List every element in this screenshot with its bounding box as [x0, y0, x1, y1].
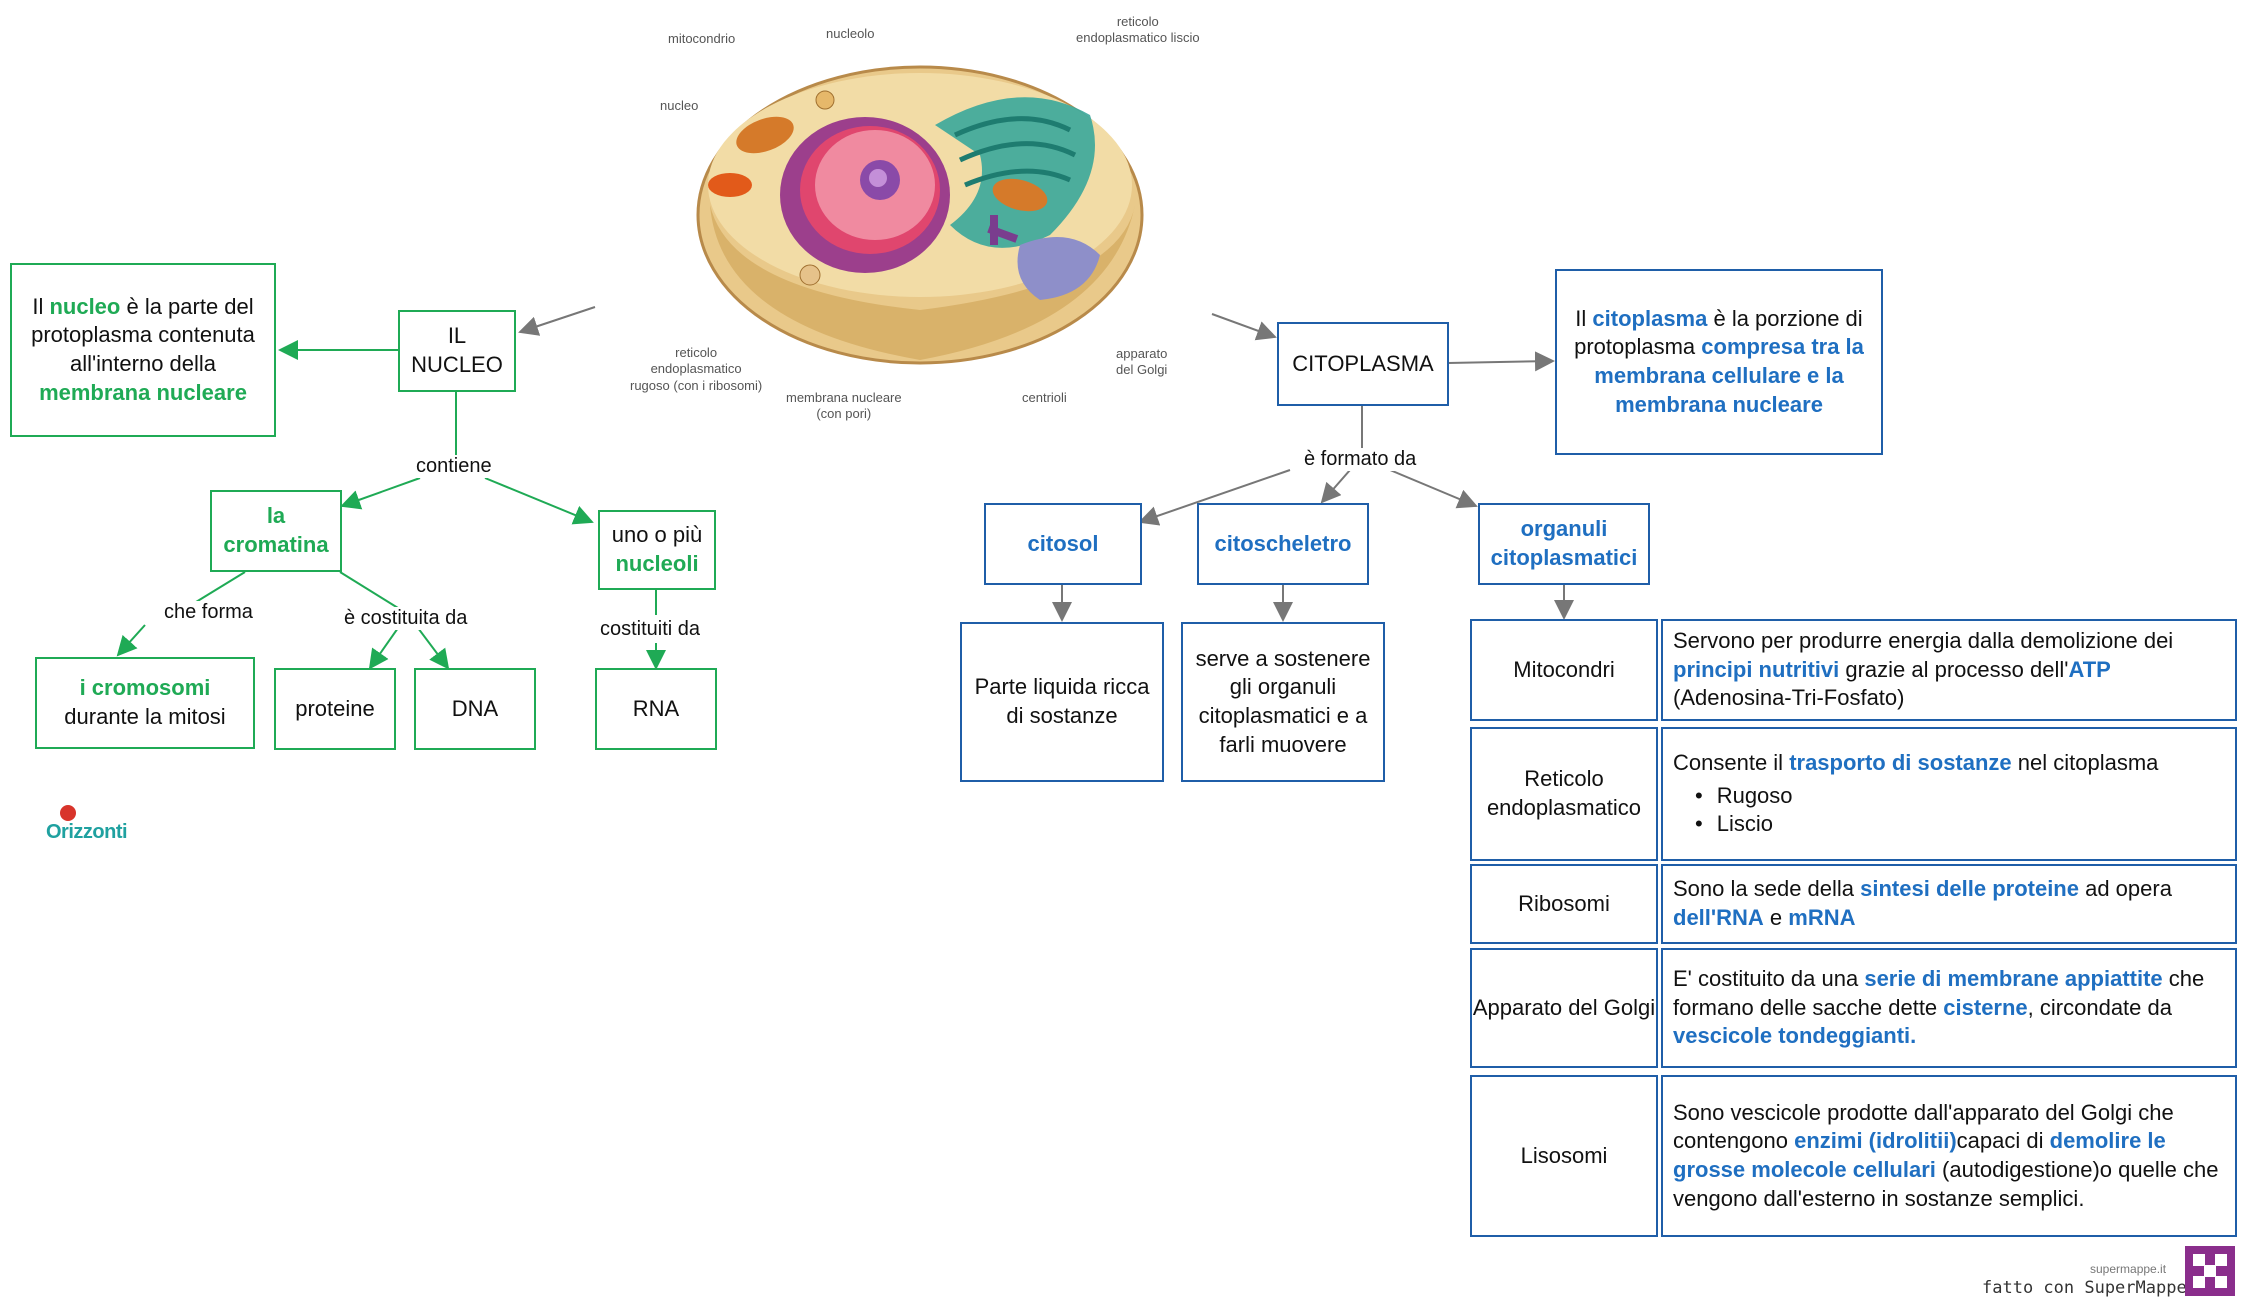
label-membrana-nucleare: membrana nucleare(con pori) — [786, 390, 902, 422]
organelle-name: Apparato del Golgi — [1470, 948, 1658, 1068]
link-formato-da: è formato da — [1300, 448, 1421, 471]
organelle-name: Ribosomi — [1470, 864, 1658, 944]
keyword: vescicole tondeggianti. — [1673, 1023, 1917, 1049]
organelle-description: Sono vescicole prodotte dall'apparato de… — [1661, 1075, 2237, 1237]
keyword: trasporto di sostanze — [1789, 750, 2012, 776]
link-che-forma: che forma — [160, 601, 257, 624]
nucleus-title: IL NUCLEO — [398, 310, 516, 392]
label-mitocondrio: mitocondrio — [668, 31, 736, 46]
organelle-name: Reticolo endoplasmatico — [1470, 727, 1658, 861]
text: capaci di — [1956, 1128, 2050, 1154]
citoplasma-definition: Il citoplasma è la porzione di protoplas… — [1555, 269, 1883, 455]
text: Servono per produrre energia dalla demol… — [1673, 628, 2174, 654]
text: Sono vescicole prodotte dall'apparato de… — [1673, 1099, 2174, 1154]
logo-dot-icon — [60, 805, 76, 821]
text: , circondate da — [2027, 994, 2172, 1020]
link-costituita-da: è costituita da — [340, 607, 472, 630]
organelle-description: Consente il trasporto di sostanze nel ci… — [1661, 727, 2237, 861]
orizzonti-logo: Orizzonti — [46, 805, 128, 844]
bullet-item: Liscio — [1699, 810, 2158, 839]
text: ad opera — [2078, 876, 2172, 902]
rna-box: RNA — [595, 668, 717, 750]
organelle-description: E' costituito da una serie di membrane a… — [1661, 948, 2237, 1068]
text: Sono la sede della — [1673, 876, 1861, 902]
keyword: demolire le grosse molecole cellulari — [1673, 1128, 2166, 1182]
keyword: ATP — [2068, 656, 2111, 682]
citoplasma-title: CITOPLASMA — [1277, 322, 1449, 406]
supermappe-logo-icon — [2185, 1246, 2235, 1296]
text: E' costituito da una — [1673, 966, 1865, 992]
keyword: sintesi delle proteine — [1860, 876, 2079, 902]
text: nel citoplasma — [2011, 750, 2159, 776]
text: (autodigestione)o quelle che vengono dal… — [1673, 1157, 2219, 1211]
keyword: enzimi (idrolitii) — [1794, 1128, 1957, 1154]
cromatina-box: la cromatina — [210, 490, 342, 572]
label-centrioli: centrioli — [1022, 390, 1067, 405]
keyword: cisterne — [1943, 994, 2028, 1020]
citoscheletro-desc: serve a sostenere gli organuli citoplasm… — [1181, 622, 1385, 782]
bullet-item: Rugoso — [1699, 782, 2158, 811]
organelle-description: Sono la sede della sintesi delle protein… — [1661, 864, 2237, 944]
keyword: principi nutritivi — [1673, 656, 1840, 682]
keyword: mRNA — [1788, 905, 1856, 930]
supermappe-site: supermappe.it — [2090, 1262, 2167, 1276]
keyword: dell'RNA — [1673, 905, 1764, 930]
keyword: serie di membrane appiattite — [1864, 966, 2163, 992]
organelle-description: Servono per produrre energia dalla demol… — [1661, 619, 2237, 721]
label-nucleo: nucleo — [660, 98, 699, 113]
organelle-name: Mitocondri — [1470, 619, 1658, 721]
organuli-box: organuli citoplasmatici — [1478, 503, 1650, 585]
supermappe-credit: fatto con SuperMappe — [1982, 1278, 2187, 1298]
text: e — [1763, 905, 1789, 930]
dna-box: DNA — [414, 668, 536, 750]
text: che formano delle sacche dette — [1673, 966, 2205, 1020]
cell-illustration — [696, 65, 1144, 365]
link-contiene: contiene — [412, 455, 496, 478]
citosol-box: citosol — [984, 503, 1142, 585]
label-nucleolo: nucleolo — [826, 26, 875, 41]
text: grazie al processo dell' — [1839, 656, 2069, 682]
nucleus-definition: Il nucleo è la parte del protoplasma con… — [10, 263, 276, 437]
text: (Adenosina-Tri-Fosfato) — [1673, 685, 1905, 711]
citosol-desc: Parte liquida ricca di sostanze — [960, 622, 1164, 782]
text: Consente il — [1673, 750, 1790, 776]
proteine-box: proteine — [274, 668, 396, 750]
organelle-name: Lisosomi — [1470, 1075, 1658, 1237]
link-costituiti-da: costituiti da — [596, 618, 705, 641]
citoscheletro-box: citoscheletro — [1197, 503, 1369, 585]
